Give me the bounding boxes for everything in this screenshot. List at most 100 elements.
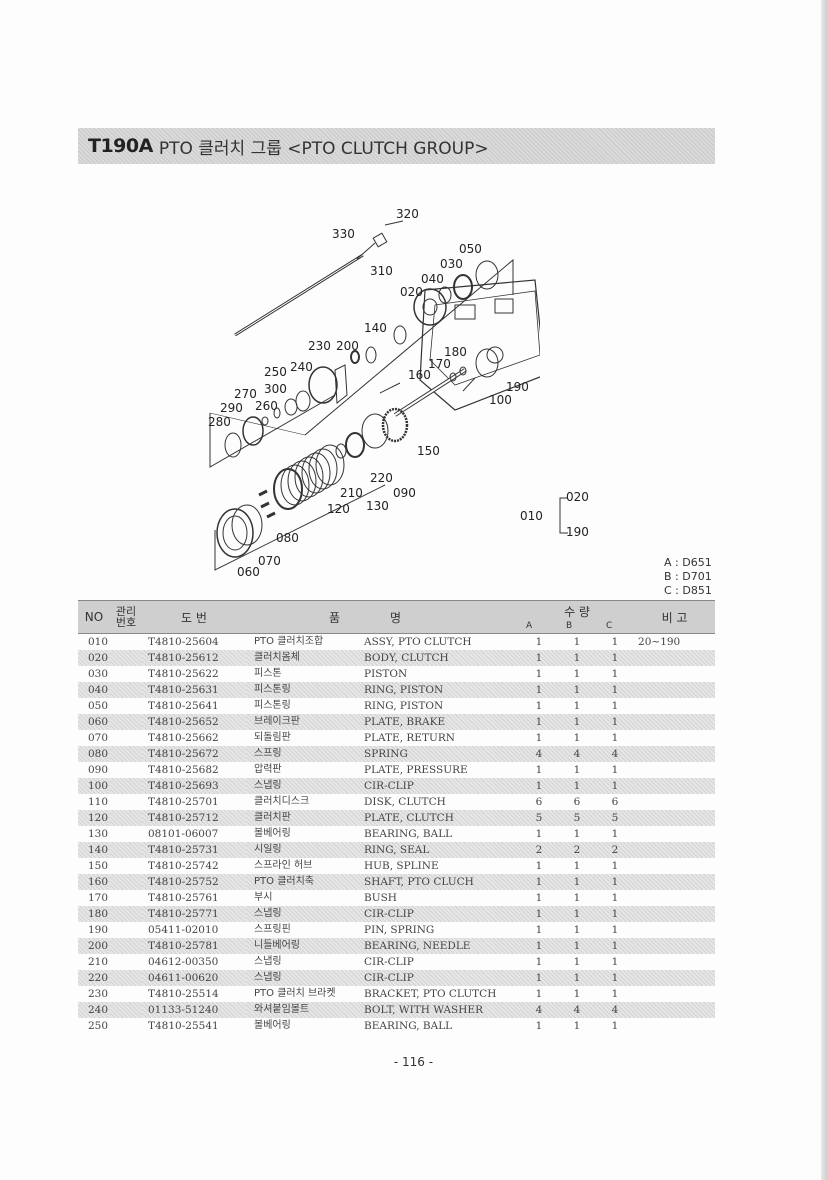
cell-remark — [634, 714, 716, 730]
cell-no: 020 — [78, 650, 110, 666]
cell-remark — [634, 922, 715, 938]
callout-230: 230 — [308, 339, 331, 353]
cell-kr: 와셔붙임볼트 — [246, 1002, 360, 1018]
cell-en: SHAFT, PTO CLUCH — [360, 874, 520, 890]
cell-b: 1 — [573, 732, 581, 744]
cell-no: 090 — [88, 764, 109, 776]
cell-c: 1 — [611, 700, 619, 712]
cell-en: BRACKET, PTO CLUTCH — [364, 988, 497, 1000]
cell-c: 1 — [596, 970, 635, 986]
cell-remark — [634, 682, 716, 698]
cell-part: 04612-00350 — [148, 956, 219, 968]
model-b: B : D701 — [664, 570, 712, 583]
cell-c: 1 — [611, 1020, 619, 1032]
cell-kr: 스프링핀 — [254, 924, 291, 935]
cell-c: 4 — [596, 746, 635, 762]
cell-en: ASSY, PTO CLUTCH — [364, 636, 472, 648]
cell-c: 1 — [596, 682, 635, 698]
cell-en: RING, PISTON — [360, 682, 520, 698]
header-b: B — [566, 621, 573, 631]
callout-120: 120 — [327, 502, 350, 516]
cell-mgmt — [110, 746, 142, 762]
exploded-diagram-drawing — [209, 220, 546, 571]
cell-no: 240 — [78, 1002, 110, 1018]
cell-mgmt — [110, 986, 142, 1002]
callout-240: 240 — [290, 360, 313, 374]
cell-a: 4 — [520, 1002, 558, 1018]
cell-remark — [634, 1002, 716, 1018]
cell-a: 1 — [535, 668, 543, 680]
cell-b: 1 — [558, 970, 596, 986]
cell-mgmt — [110, 858, 142, 874]
cell-en: CIR-CLIP — [360, 906, 520, 922]
header-c: C — [606, 621, 613, 631]
cell-en: BEARING, NEEDLE — [360, 938, 520, 954]
callout-020: 020 — [400, 285, 423, 299]
cell-a: 1 — [535, 860, 543, 872]
cell-b: 1 — [573, 860, 581, 872]
header-remark: 비 고 — [634, 600, 716, 634]
cell-en: BEARING, BALL — [364, 1020, 453, 1032]
cell-b: 4 — [558, 746, 596, 762]
cell-kr: 스냅링 — [246, 970, 360, 986]
model-c: C : D851 — [664, 584, 712, 597]
cell-part: T4810-25652 — [142, 714, 246, 730]
callout-070: 070 — [258, 554, 281, 568]
cell-part: T4810-25771 — [142, 906, 246, 922]
cell-en: SPRING — [360, 746, 520, 762]
header-name-kr: 품 — [246, 600, 360, 634]
cell-a: 1 — [535, 988, 543, 1000]
cell-en: RING, PISTON — [364, 700, 444, 712]
cell-kr: 압력판 — [254, 764, 282, 775]
cell-a: 1 — [535, 700, 543, 712]
cell-part: T4810-25672 — [142, 746, 246, 762]
cell-c: 4 — [596, 1002, 635, 1018]
callout-270: 270 — [234, 387, 257, 401]
callout-050: 050 — [459, 242, 482, 256]
callout-190: 190 — [506, 380, 529, 394]
cell-kr: 볼베어링 — [254, 1020, 291, 1031]
cell-b: 1 — [573, 700, 581, 712]
cell-no: 230 — [88, 988, 109, 1000]
cell-en: BOLT, WITH WASHER — [360, 1002, 520, 1018]
callout-320: 320 — [396, 207, 419, 221]
cell-no: 040 — [78, 682, 110, 698]
cell-mgmt — [110, 1002, 142, 1018]
callout-180: 180 — [444, 345, 467, 359]
header-name-en: 명 — [360, 600, 520, 634]
cell-kr: 니들베어링 — [246, 938, 360, 954]
cell-part: T4810-25514 — [148, 988, 219, 1000]
cell-kr: 볼베어링 — [254, 828, 291, 839]
cell-no: 030 — [88, 668, 109, 680]
cell-a: 1 — [520, 778, 558, 794]
cell-en: PLATE, CLUTCH — [360, 810, 520, 826]
cell-c: 1 — [611, 636, 619, 648]
cell-no: 060 — [78, 714, 110, 730]
cell-b: 1 — [573, 668, 581, 680]
callout-280: 280 — [208, 415, 231, 429]
section-title-bar: T190A PTO 클러치 그룹 <PTO CLUTCH GROUP> — [78, 128, 715, 164]
cell-mgmt — [110, 810, 142, 826]
cell-part: T4810-25693 — [142, 778, 246, 794]
cell-a: 1 — [520, 682, 558, 698]
cell-en: BODY, CLUTCH — [360, 650, 520, 666]
cell-c: 1 — [596, 938, 635, 954]
cell-remark — [634, 650, 716, 666]
cell-en: BEARING, BALL — [364, 828, 453, 840]
exploded-parts-diagram — [195, 195, 546, 590]
cell-b: 1 — [573, 924, 581, 936]
cell-part: T4810-25682 — [148, 764, 219, 776]
cell-part: T4810-25541 — [148, 1020, 219, 1032]
cell-part: T4810-25752 — [142, 874, 246, 890]
callout-200: 200 — [336, 339, 359, 353]
header-no: NO — [78, 600, 110, 634]
cell-no: 140 — [78, 842, 110, 858]
cell-mgmt — [110, 634, 142, 651]
cell-remark — [634, 762, 715, 778]
